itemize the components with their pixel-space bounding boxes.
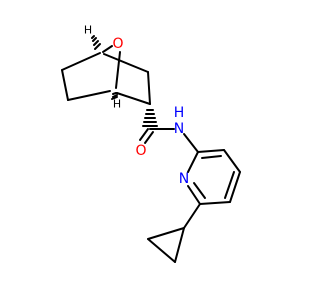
bond-o-bridge-c4 (115, 51, 121, 89)
bond-py-c6-n1-inner (193, 182, 206, 199)
bond-py-c2-c3-inner (201, 155, 222, 159)
bond-py-c3-c4 (223, 149, 241, 173)
bond-c1-c6 (61, 52, 101, 71)
bond-c2-c3 (147, 71, 151, 105)
bond-py-c6-n1 (187, 185, 201, 205)
bond-cp-b-c (147, 238, 176, 263)
bond-py-c2-c3 (197, 149, 225, 153)
stereo-h-top-label: H (84, 24, 92, 37)
bond-c6-c5 (61, 69, 69, 101)
molecule-structure: O H H O H N N (61, 24, 241, 263)
bond-c4-c3 (116, 92, 151, 105)
bond-py-c4-c5-inner (224, 171, 235, 199)
amide-nitrogen-label: N (174, 121, 184, 137)
pyridine-nitrogen-label: N (179, 171, 189, 187)
stereo-h-bottom-label: H (113, 98, 121, 111)
bond-cp-c-a (174, 227, 185, 263)
bond-py-c5-c6 (199, 201, 231, 205)
molecule-diagram: O H H O H N N (61, 23, 241, 263)
stereo-hash-bottom (111, 92, 118, 100)
bond-py-c4-c5 (229, 171, 241, 203)
stereo-hash-c3 (142, 109, 158, 127)
bond-c1-o-bridge (102, 45, 113, 53)
bond-carbonyl-double-a (139, 128, 149, 141)
amide-hydrogen-label: H (174, 105, 185, 121)
bond-py-n1-c2 (187, 151, 199, 173)
bond-c1-c2 (103, 53, 149, 73)
bond-carbonyl-double-b (144, 131, 154, 144)
bond-n-pyridine (183, 133, 199, 153)
bond-c6-cyclopropyl (183, 203, 201, 229)
bridge-oxygen-label: O (112, 36, 123, 52)
bond-c5-c4 (67, 90, 111, 101)
bond-cp-a-b (147, 227, 185, 240)
carbonyl-oxygen-label: O (135, 143, 146, 159)
stereo-hash-top (91, 35, 101, 50)
